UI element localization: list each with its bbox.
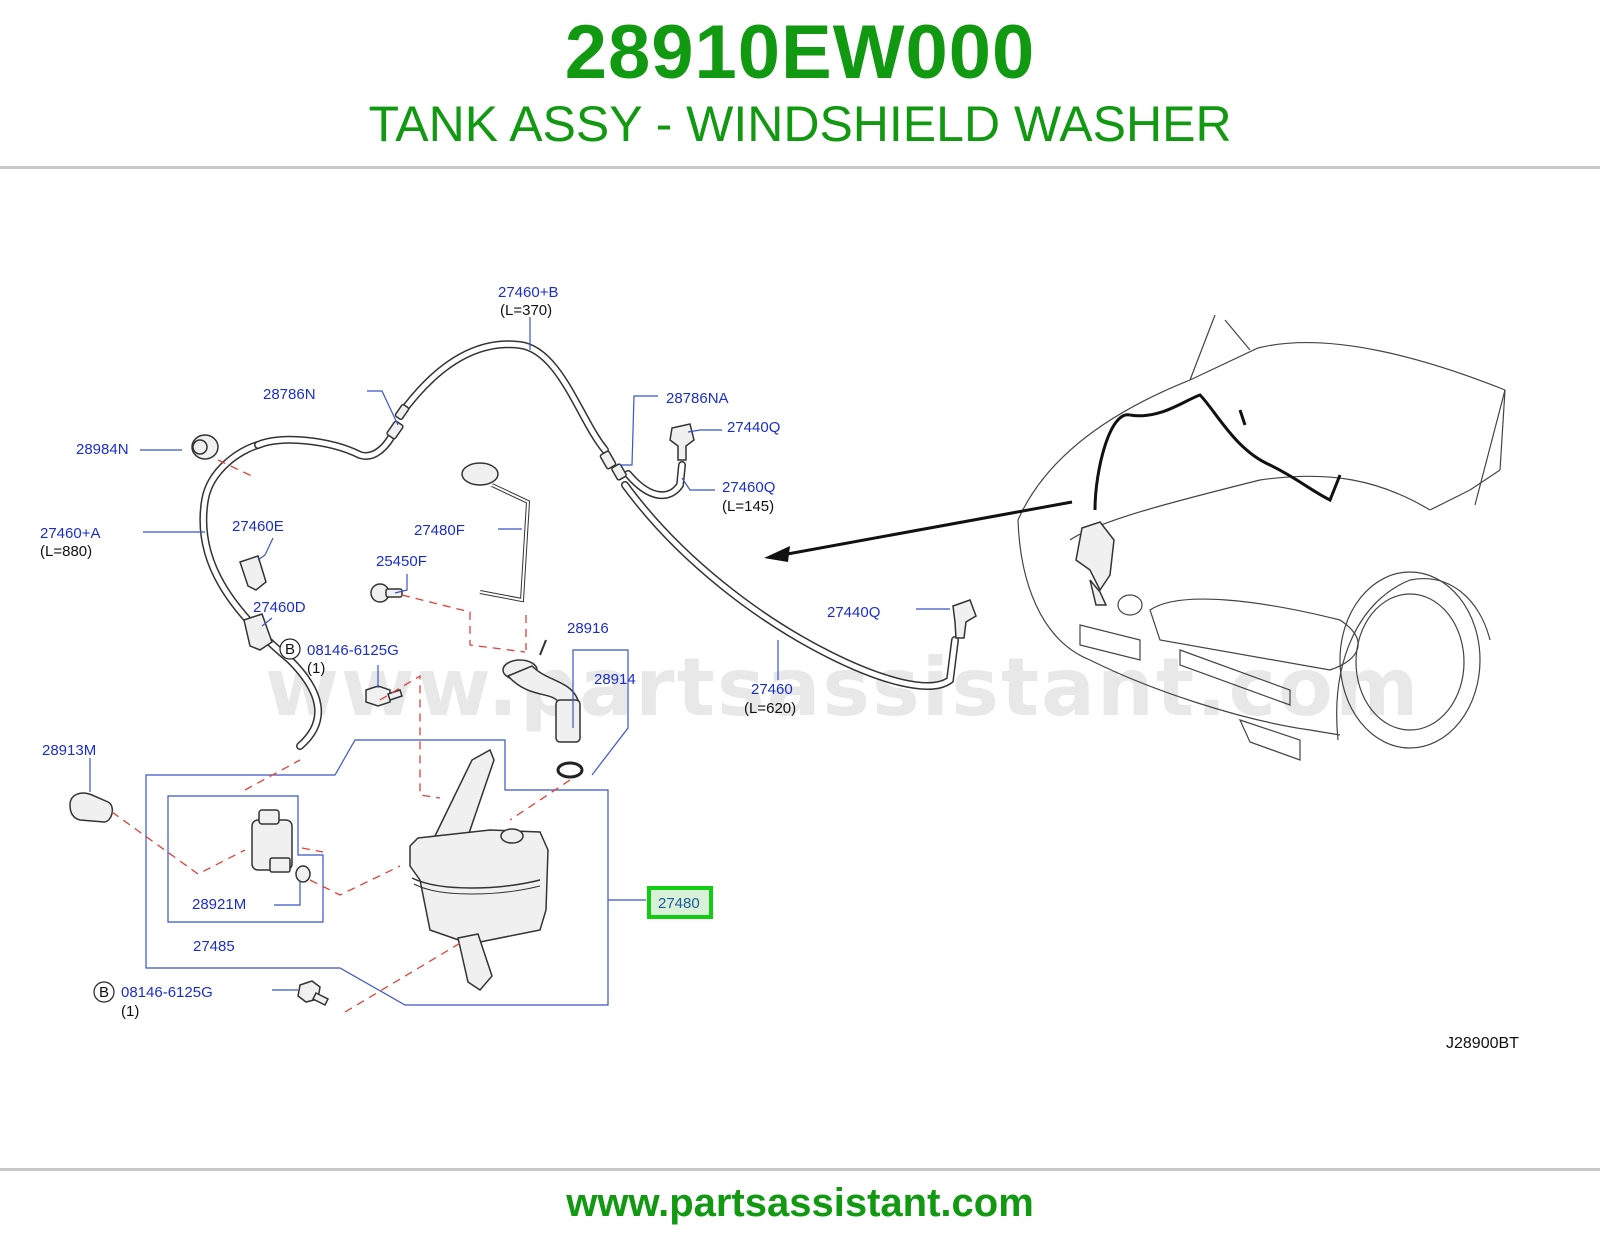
clip-27460e (239, 555, 267, 591)
label-27440q-right: 27440Q (827, 604, 880, 621)
hose-27460b (396, 340, 609, 454)
vehicle-illustration (1017, 314, 1506, 761)
nozzle-27440q-top (669, 423, 695, 461)
label-27460a-length: (L=880) (40, 543, 92, 560)
parts-diagram: www.partsassistant.com (40, 284, 1519, 1052)
group-28916-bracket (572, 649, 629, 776)
joint-28786n (386, 420, 404, 440)
clip-25450f (370, 583, 403, 603)
dashed-leaders (111, 459, 571, 1013)
cap-28913m (69, 792, 114, 823)
label-27460d: 27460D (253, 599, 306, 616)
label-27485: 27485 (193, 938, 235, 955)
label-28984n: 28984N (76, 441, 129, 458)
label-27460: 27460 (751, 681, 793, 698)
label-08146-bottom: 08146-6125G (121, 984, 213, 1001)
highlight-box-27480 (647, 886, 713, 919)
part-number: 28910EW000 (564, 10, 1036, 95)
joint-28786na-b (611, 463, 627, 481)
hose-27460a-top (254, 426, 399, 460)
label-27460b-length: (L=370) (500, 302, 552, 319)
nozzle-27440q-right (952, 599, 977, 639)
clip-27460d (243, 613, 273, 651)
part-labels: 27460+B (L=370) 28786N 28786NA 27440Q 27… (40, 284, 1519, 1052)
label-28786n: 28786N (263, 386, 316, 403)
diagram-code: J28900BT (1446, 1035, 1519, 1052)
pump-28921m (251, 809, 311, 883)
label-08146-bottom-qty: (1) (121, 1003, 139, 1020)
hose-27460a (199, 441, 322, 750)
bolt-08146-bottom (297, 980, 330, 1007)
bolt-mark-bottom-circle (93, 981, 115, 1003)
label-27460e: 27460E (232, 518, 284, 535)
header-divider (0, 166, 1600, 169)
label-27460q: 27460Q (722, 479, 775, 496)
part-name: TANK ASSY - WINDSHIELD WASHER (368, 96, 1232, 152)
bolt-mark-top-circle (279, 638, 301, 660)
label-27460a: 27460+A (40, 525, 100, 542)
label-28786na: 28786NA (666, 390, 729, 407)
location-arrow (764, 500, 1073, 562)
grommet-28984n (191, 434, 219, 460)
label-27440q-top: 27440Q (727, 419, 780, 436)
bolt-mark-top: B (285, 641, 295, 658)
label-27460-length: (L=620) (744, 700, 796, 717)
tank-27480 (409, 748, 549, 991)
label-08146-top: 08146-6125G (307, 642, 399, 659)
label-28921m: 28921M (192, 896, 246, 913)
page-header: 28910EW000 TANK ASSY - WINDSHIELD WASHER (0, 0, 1600, 168)
label-25450f: 25450F (376, 553, 427, 570)
label-28913m: 28913M (42, 742, 96, 759)
label-27460q-length: (L=145) (722, 498, 774, 515)
bolt-mark-bottom: B (99, 984, 109, 1001)
group-27485-outline (167, 795, 324, 923)
label-28916: 28916 (567, 620, 609, 637)
label-27480f: 27480F (414, 522, 465, 539)
label-27480-highlighted[interactable]: 27480 (658, 895, 700, 912)
footer-divider (0, 1168, 1600, 1171)
hose-27460q (624, 461, 686, 500)
filler-neck-28916 (502, 639, 581, 743)
seal-28914 (556, 761, 584, 779)
label-28914: 28914 (594, 671, 636, 688)
cap-27480f (461, 462, 531, 603)
joint-28786n-b (394, 404, 410, 420)
footer-url[interactable]: www.partsassistant.com (566, 1181, 1034, 1225)
leader-lines (89, 317, 950, 991)
label-27460b: 27460+B (498, 284, 558, 301)
hose-27460 (621, 481, 959, 690)
joint-28786na (599, 450, 617, 470)
label-08146-top-qty: (1) (307, 660, 325, 677)
